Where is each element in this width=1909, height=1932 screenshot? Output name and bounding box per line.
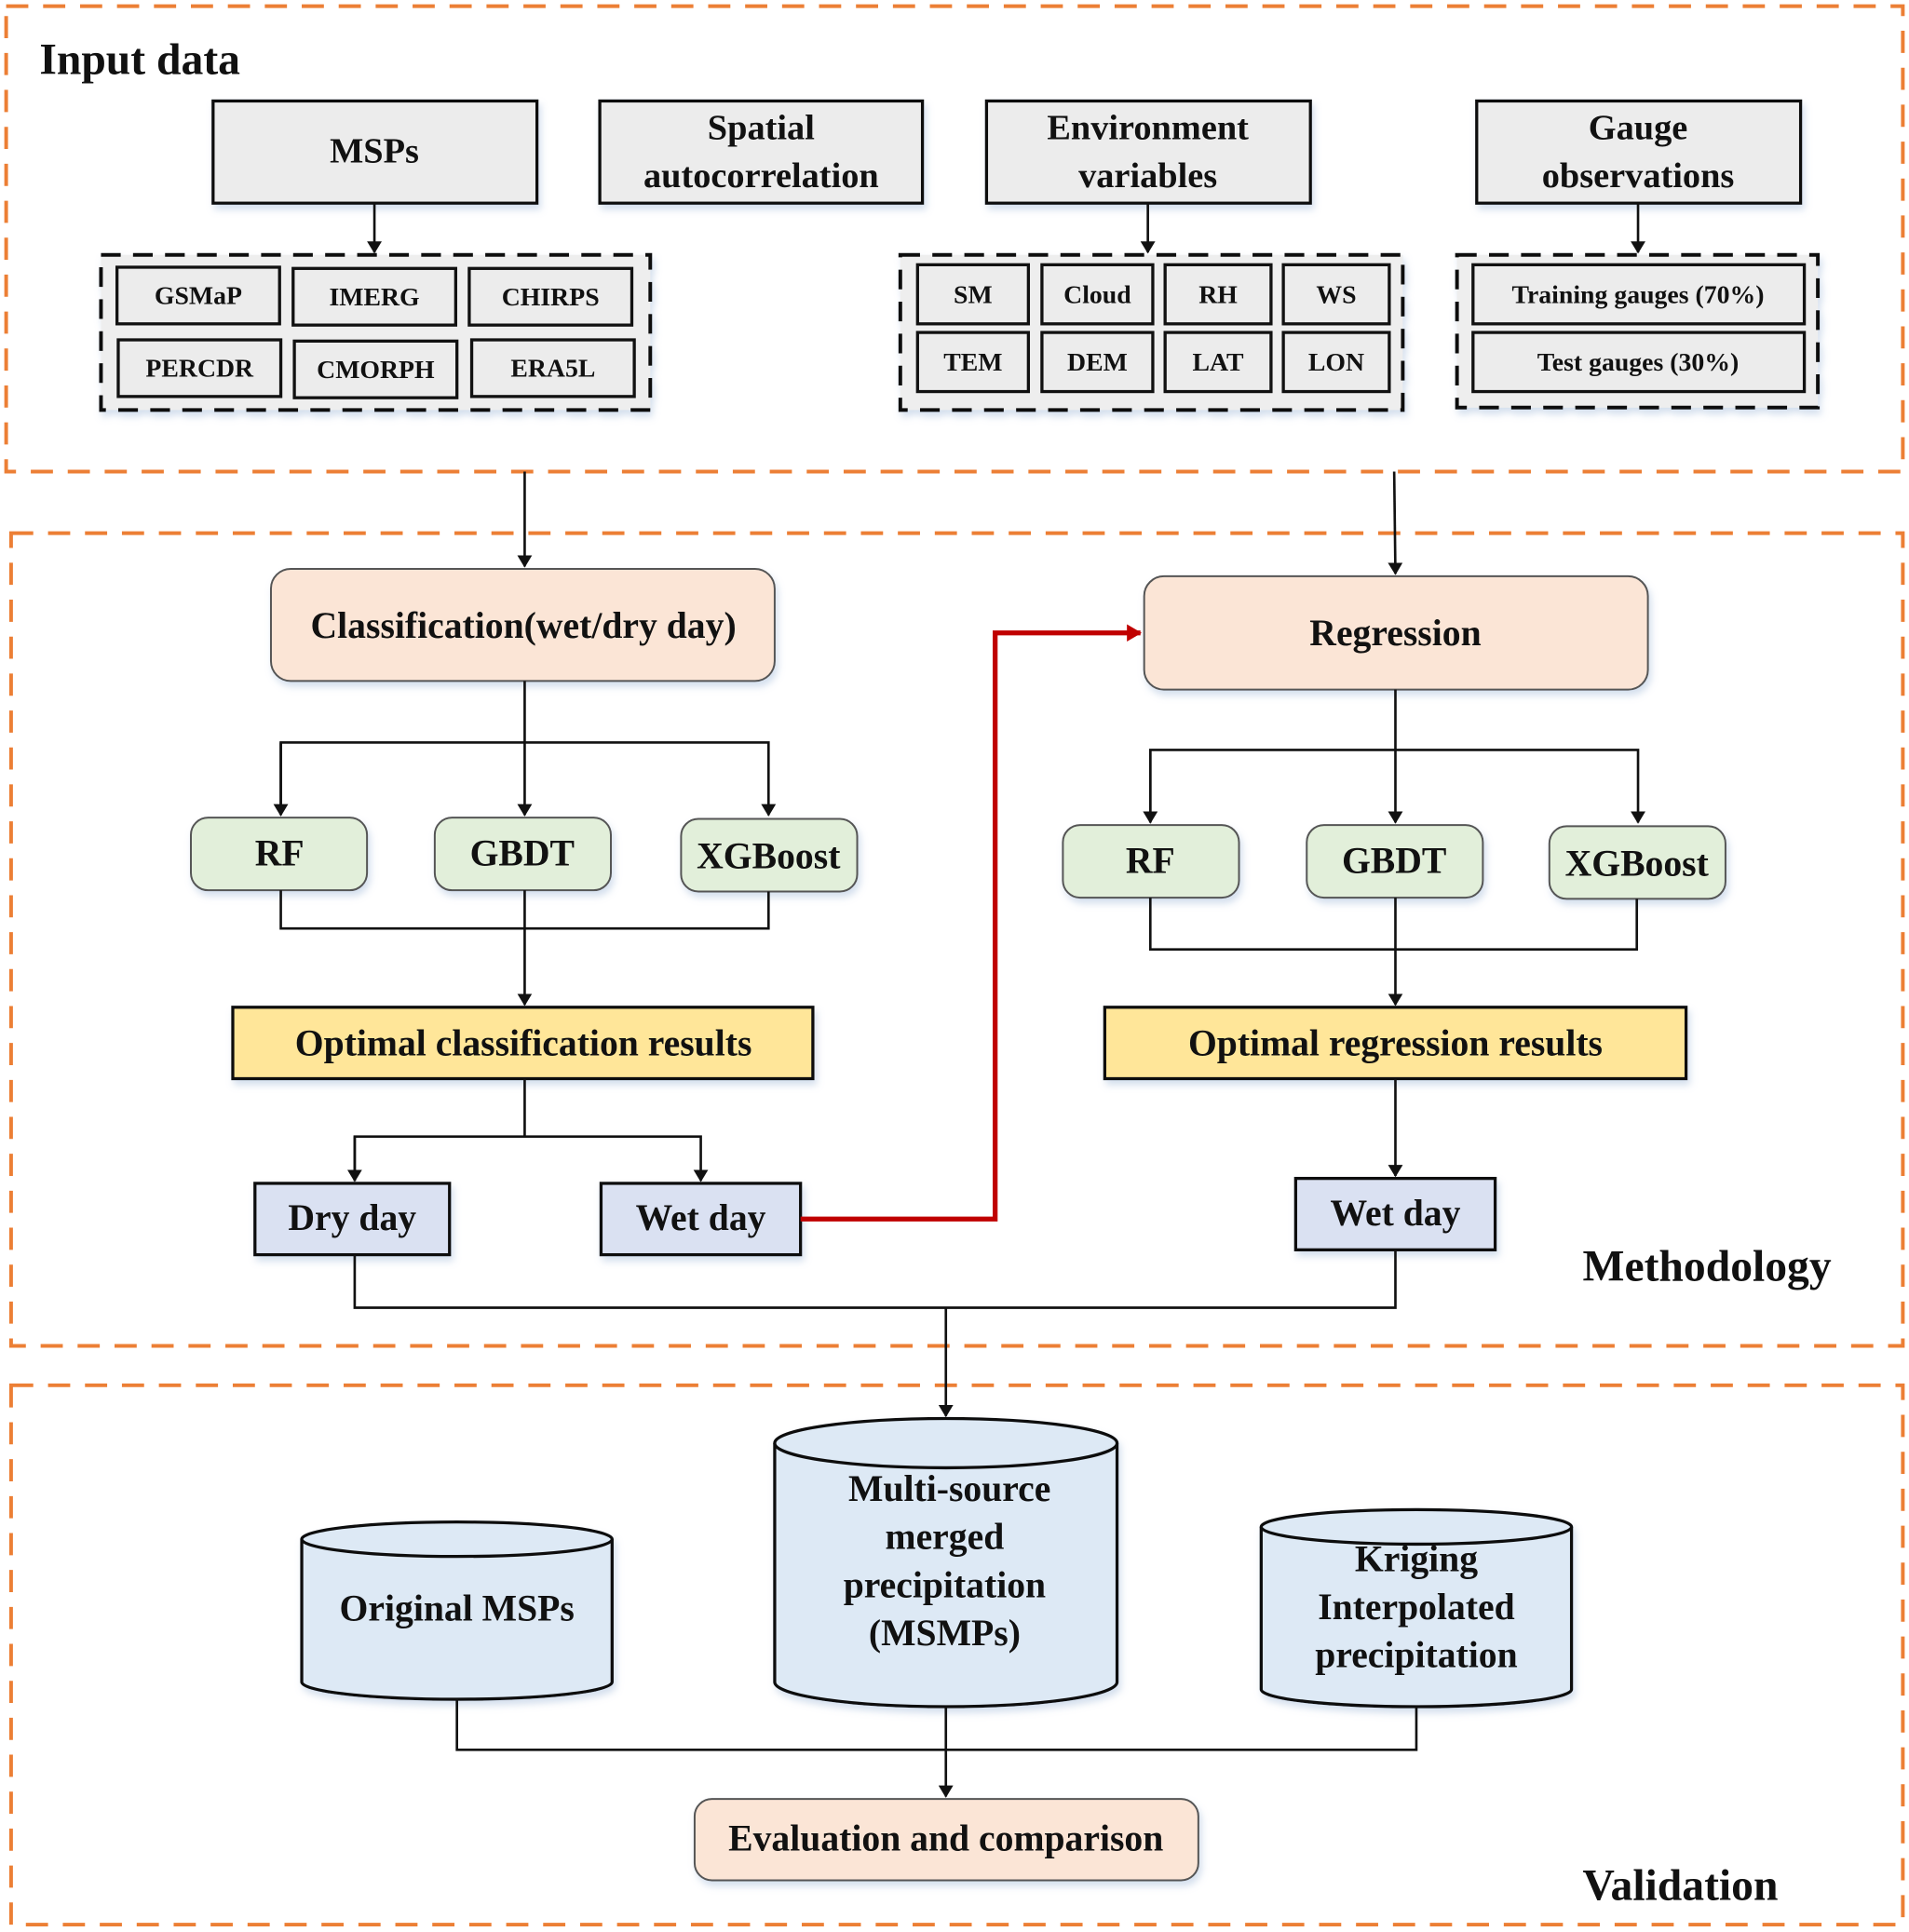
- gauge-line1: Gauge: [1589, 108, 1688, 147]
- evaluation-node: Evaluation and comparison: [693, 1798, 1199, 1882]
- kriging-line2: Interpolated: [1318, 1587, 1515, 1628]
- gauge-line2: observations: [1542, 156, 1735, 196]
- msmps-line4: (MSMPs): [869, 1613, 1021, 1654]
- msmps-line3: precipitation: [844, 1564, 1046, 1605]
- env-item: SM: [954, 280, 993, 309]
- regression-wet-day-label: Wet day: [1331, 1193, 1461, 1234]
- original-msps-database: [300, 1520, 614, 1701]
- regression-node: Regression: [1143, 574, 1649, 691]
- optimal-classification-node: Optimal classification results: [231, 1006, 815, 1081]
- env-item: LAT: [1193, 348, 1245, 377]
- evaluation-label: Evaluation and comparison: [728, 1818, 1163, 1859]
- gauge-item: Training gauges (70%): [1512, 280, 1765, 309]
- dry-day-node: Dry day: [253, 1182, 452, 1257]
- classification-model-rf: RF: [190, 817, 369, 892]
- validation-section: [8, 1383, 1905, 1927]
- msmps-line2: merged: [886, 1517, 1005, 1558]
- model-label: XGBoost: [1565, 843, 1710, 884]
- classification-model-gbdt: GBDT: [433, 817, 612, 892]
- msp-item: IMERG: [329, 283, 419, 312]
- kriging-line1: Kriging: [1355, 1539, 1478, 1580]
- methodology-section: [8, 531, 1905, 1348]
- wet-day-node: Wet day: [599, 1182, 803, 1257]
- input-data-label: Input data: [39, 35, 240, 84]
- spatial-line2: autocorrelation: [643, 156, 879, 196]
- regression-model-rf: RF: [1062, 824, 1240, 899]
- dry-day-label: Dry day: [288, 1197, 416, 1238]
- input-data-section: [4, 4, 1905, 474]
- model-label: GBDT: [470, 833, 575, 874]
- model-label: XGBoost: [697, 835, 841, 876]
- model-label: GBDT: [1342, 841, 1446, 882]
- spatial-line1: Spatial: [708, 108, 815, 147]
- environment-variables-node: Environment variables: [984, 99, 1312, 205]
- kriging-line3: precipitation: [1315, 1635, 1517, 1676]
- wet-day-label: Wet day: [636, 1197, 766, 1238]
- env-item: TEM: [943, 348, 1002, 377]
- model-label: RF: [255, 833, 305, 874]
- msp-item: GSMaP: [155, 282, 242, 311]
- classification-title: Classification(wet/dry day): [311, 605, 737, 646]
- env-line2: variables: [1078, 156, 1217, 196]
- gauge-observations-node: Gauge observations: [1475, 99, 1803, 205]
- msmps-database: [773, 1416, 1119, 1709]
- gauge-group: Training gauges (70%) Test gauges (30%): [1455, 252, 1821, 410]
- env-line1: Environment: [1047, 108, 1249, 147]
- validation-label: Validation: [1583, 1862, 1779, 1911]
- original-msps-label: Original MSPs: [340, 1587, 575, 1628]
- kriging-database: [1259, 1507, 1574, 1709]
- regression-wet-day-node: Wet day: [1293, 1176, 1497, 1251]
- env-item: LON: [1308, 348, 1364, 377]
- env-item: WS: [1316, 280, 1356, 309]
- model-label: RF: [1126, 841, 1175, 882]
- classification-node: Classification(wet/dry day): [269, 568, 776, 682]
- spatial-autocorrelation-node: Spatial autocorrelation: [598, 99, 925, 205]
- env-item: RH: [1198, 280, 1238, 309]
- msps-title: MSPs: [330, 132, 419, 171]
- optimal-classification-label: Optimal classification results: [295, 1022, 752, 1063]
- classification-model-xgboost: XGBoost: [680, 817, 859, 893]
- environment-group: SM Cloud RH WS TEM DEM LAT LON: [898, 252, 1405, 412]
- msps-node: MSPs: [211, 99, 539, 205]
- gauge-item: Test gauges (30%): [1537, 348, 1739, 377]
- optimal-regression-label: Optimal regression results: [1188, 1022, 1603, 1063]
- optimal-regression-node: Optimal regression results: [1103, 1006, 1688, 1081]
- msps-group: GSMaP IMERG CHIRPS PERCDR CMORPH ERA5L: [99, 252, 653, 412]
- regression-model-xgboost: XGBoost: [1548, 825, 1726, 900]
- wet-day-to-regression-arrow: [800, 624, 1143, 1222]
- methodology-label: Methodology: [1583, 1242, 1832, 1290]
- env-item: DEM: [1067, 348, 1128, 377]
- regression-title: Regression: [1309, 613, 1481, 654]
- msp-item: PERCDR: [145, 355, 254, 384]
- msmps-line1: Multi-source: [848, 1468, 1050, 1509]
- msp-item: CMORPH: [317, 356, 435, 385]
- env-item: Cloud: [1063, 280, 1131, 309]
- regression-model-gbdt: GBDT: [1306, 824, 1484, 899]
- msp-item: CHIRPS: [502, 283, 600, 312]
- msp-item: ERA5L: [510, 355, 595, 384]
